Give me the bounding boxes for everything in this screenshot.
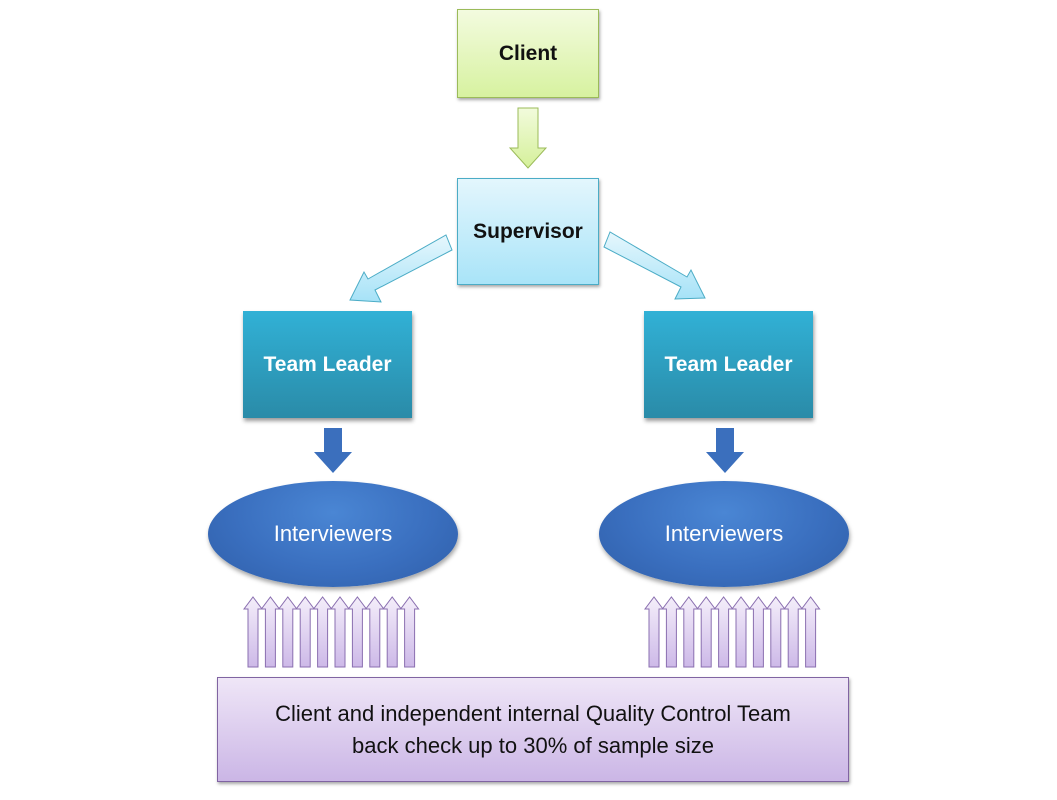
team-leader-left-box: Team Leader (243, 311, 412, 418)
qc-up-arrow (243, 596, 263, 668)
qc-up-arrow (696, 596, 717, 668)
quality-control-line2: back check up to 30% of sample size (352, 732, 714, 758)
qc-up-arrow (783, 596, 804, 668)
qc-up-arrow (364, 596, 385, 668)
interviewers-left-label: Interviewers (273, 521, 393, 546)
qc-arrows-right (644, 596, 821, 668)
quality-control-box: Client and independent internal Quality … (217, 677, 849, 782)
supervisor-box: Supervisor (457, 178, 599, 285)
quality-control-line1: Client and independent internal Quality … (275, 700, 791, 726)
team-leader-right-label: Team Leader (664, 352, 793, 376)
qc-up-arrow (644, 596, 664, 668)
qc-up-arrow (399, 596, 420, 668)
qc-up-arrow (347, 596, 368, 668)
qc-up-arrow (800, 596, 821, 668)
qc-arrows-left (243, 596, 420, 668)
qc-up-arrow (713, 596, 734, 668)
arrow-supervisor-to-right-team-leader (603, 231, 706, 300)
qc-up-arrow (765, 596, 786, 668)
interviewers-left-ellipse: Interviewers (208, 481, 458, 587)
qc-up-arrow (277, 596, 298, 668)
qc-up-arrow (731, 596, 751, 668)
qc-up-arrow (260, 596, 281, 668)
arrow-supervisor-to-left-team-leader (349, 234, 453, 303)
qc-up-arrow (678, 596, 699, 668)
team-leader-right-box: Team Leader (644, 311, 813, 418)
interviewers-right-label: Interviewers (664, 521, 784, 546)
qc-up-arrow (330, 596, 350, 668)
team-leader-left-label: Team Leader (263, 352, 392, 376)
qc-up-arrow (748, 596, 769, 668)
qc-up-arrow (382, 596, 403, 668)
qc-up-arrow (295, 596, 316, 668)
qc-up-arrow (661, 596, 682, 668)
qc-up-arrow (312, 596, 333, 668)
client-label: Client (498, 41, 558, 65)
arrow-right-team-leader-to-interviewers (706, 428, 744, 473)
interviewers-right-ellipse: Interviewers (599, 481, 849, 587)
client-box: Client (457, 9, 599, 98)
supervisor-label: Supervisor (473, 219, 583, 243)
arrow-left-team-leader-to-interviewers (314, 428, 352, 473)
arrow-client-to-supervisor (508, 107, 548, 169)
